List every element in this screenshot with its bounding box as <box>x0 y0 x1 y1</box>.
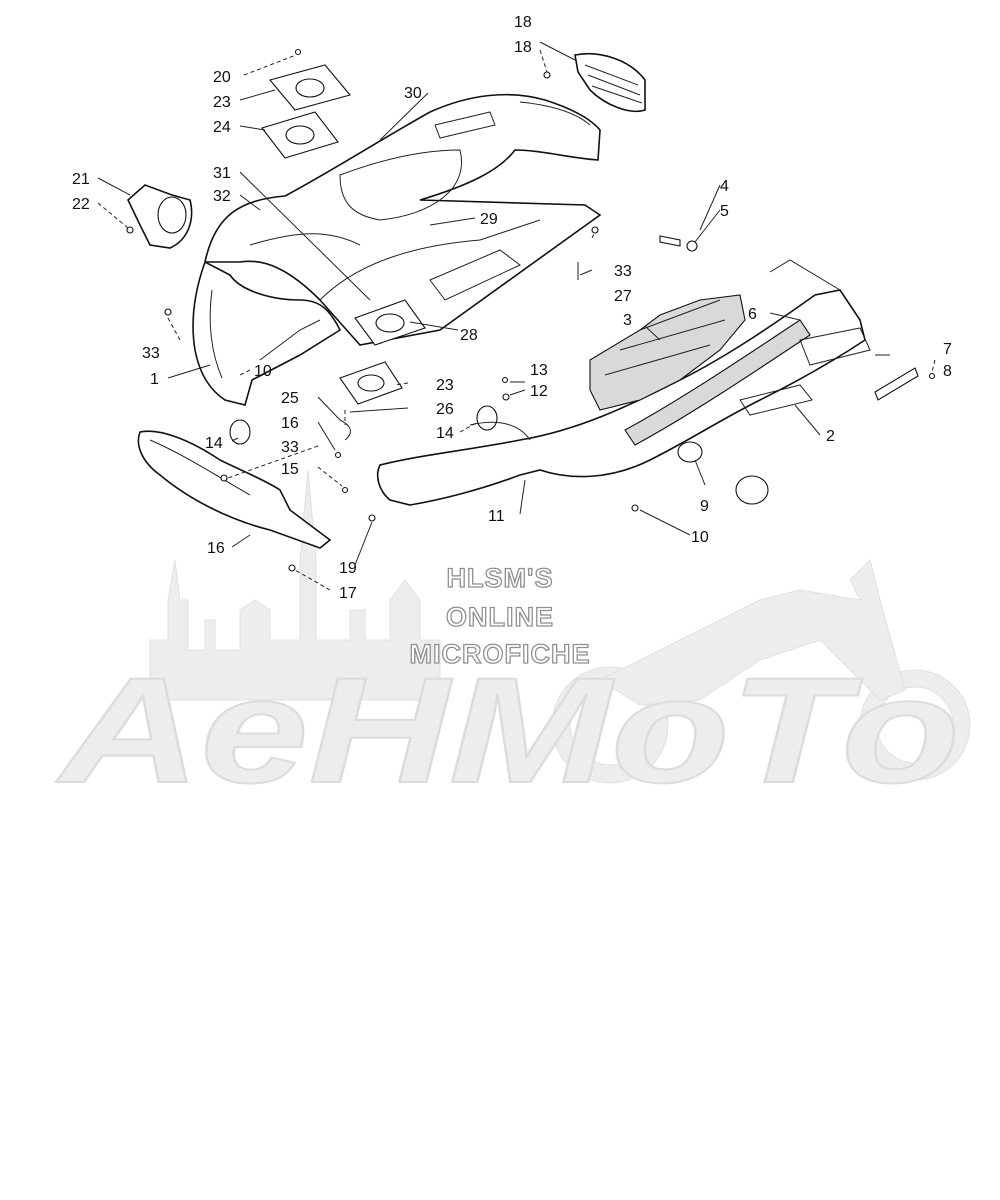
fastener-16-top <box>334 451 342 459</box>
callout-2: 2 <box>826 428 835 445</box>
callout-16-bottom: 17 <box>339 585 357 602</box>
callout-16-top: 16 <box>281 415 299 432</box>
part-clamp-left <box>229 419 251 445</box>
callout-33-left: 33 <box>142 345 160 362</box>
callout-24: 24 <box>213 119 231 136</box>
part-front-bumper <box>137 430 332 549</box>
fastener-21 <box>543 71 551 79</box>
callout-19: 21 <box>72 171 90 188</box>
callout-14-right: 14 <box>436 425 454 442</box>
callout-30: 30 <box>404 85 422 102</box>
fastener-33-bumper <box>220 474 228 482</box>
callout-20: 22 <box>72 196 90 213</box>
fastener-18-top <box>294 48 302 56</box>
callout-11: 11 <box>488 508 505 525</box>
callout-4: 4 <box>720 178 729 195</box>
callout-3: 3 <box>623 312 632 329</box>
part-washer <box>686 240 698 252</box>
part-clamp-right <box>476 405 498 431</box>
callout-13: 13 <box>530 362 548 379</box>
callout-25: 25 <box>281 390 299 407</box>
callout-12: 12 <box>530 383 548 400</box>
callout-15: 15 <box>281 461 299 478</box>
leader-lines <box>97 41 936 591</box>
callouts: 18 18 20 23 24 30 31 32 21 22 29 33 27 4… <box>72 14 952 602</box>
callout-29: 29 <box>480 211 498 228</box>
fastener-16-bottom <box>288 564 296 572</box>
fastener-15 <box>341 486 349 494</box>
callout-14-left: 14 <box>205 435 223 452</box>
watermark-motorcycle <box>551 559 971 784</box>
callout-9: 9 <box>700 498 709 515</box>
callout-5: 5 <box>720 203 729 220</box>
callout-31: 31 <box>213 165 231 182</box>
parts <box>126 48 936 572</box>
watermark-line-1: HLSM'S <box>447 563 554 593</box>
fastener-10-bottom <box>631 504 639 512</box>
callout-17: 16 <box>207 540 225 557</box>
part-cap <box>735 475 769 505</box>
watermark-line-3: MICROFICHE <box>410 639 591 669</box>
fastener-8 <box>928 372 936 380</box>
callout-21: 18 <box>514 39 532 56</box>
callout-22: 18 <box>514 14 532 31</box>
callout-7: 7 <box>943 341 952 358</box>
part-reflector <box>874 367 919 401</box>
callout-23-top: 23 <box>213 94 231 111</box>
fastener-13 <box>501 376 509 384</box>
part-bolt <box>659 235 681 247</box>
callout-32: 32 <box>213 188 231 205</box>
callout-10-bottom: 10 <box>691 529 709 546</box>
fastener-33-left <box>164 308 172 316</box>
callout-10-top: 10 <box>254 363 272 380</box>
callout-23-middle: 23 <box>436 377 454 394</box>
callout-28: 28 <box>460 327 478 344</box>
fastener-12 <box>502 393 510 401</box>
part-mat <box>589 294 746 411</box>
part-rear-grille <box>574 52 646 112</box>
part-side-panel-left <box>192 260 342 406</box>
callout-6: 6 <box>748 306 757 323</box>
part-belly-pan <box>376 289 866 506</box>
callout-18-top: 20 <box>213 69 231 86</box>
callout-33-top: 33 <box>614 263 632 280</box>
fastener-25-wire <box>339 419 351 441</box>
fastener-33-top <box>591 226 599 234</box>
callout-33-bumper: 33 <box>281 439 299 456</box>
callout-18-bottom: 19 <box>339 560 357 577</box>
fastener-18-bottom <box>368 514 376 522</box>
callout-8: 8 <box>943 363 952 380</box>
part-upper-pan <box>204 93 602 346</box>
watermark-line-2: ONLINE <box>446 602 554 632</box>
fastener-20 <box>126 226 134 234</box>
watermark: AeHMoTo HLSM'S ONLINE MICROFICHE <box>54 469 971 815</box>
callout-1: 1 <box>150 371 159 388</box>
watermark-brand: AeHMoTo <box>55 646 960 814</box>
callout-26: 26 <box>436 401 454 418</box>
watermark-skyline <box>149 469 441 701</box>
callout-27: 27 <box>614 288 632 305</box>
